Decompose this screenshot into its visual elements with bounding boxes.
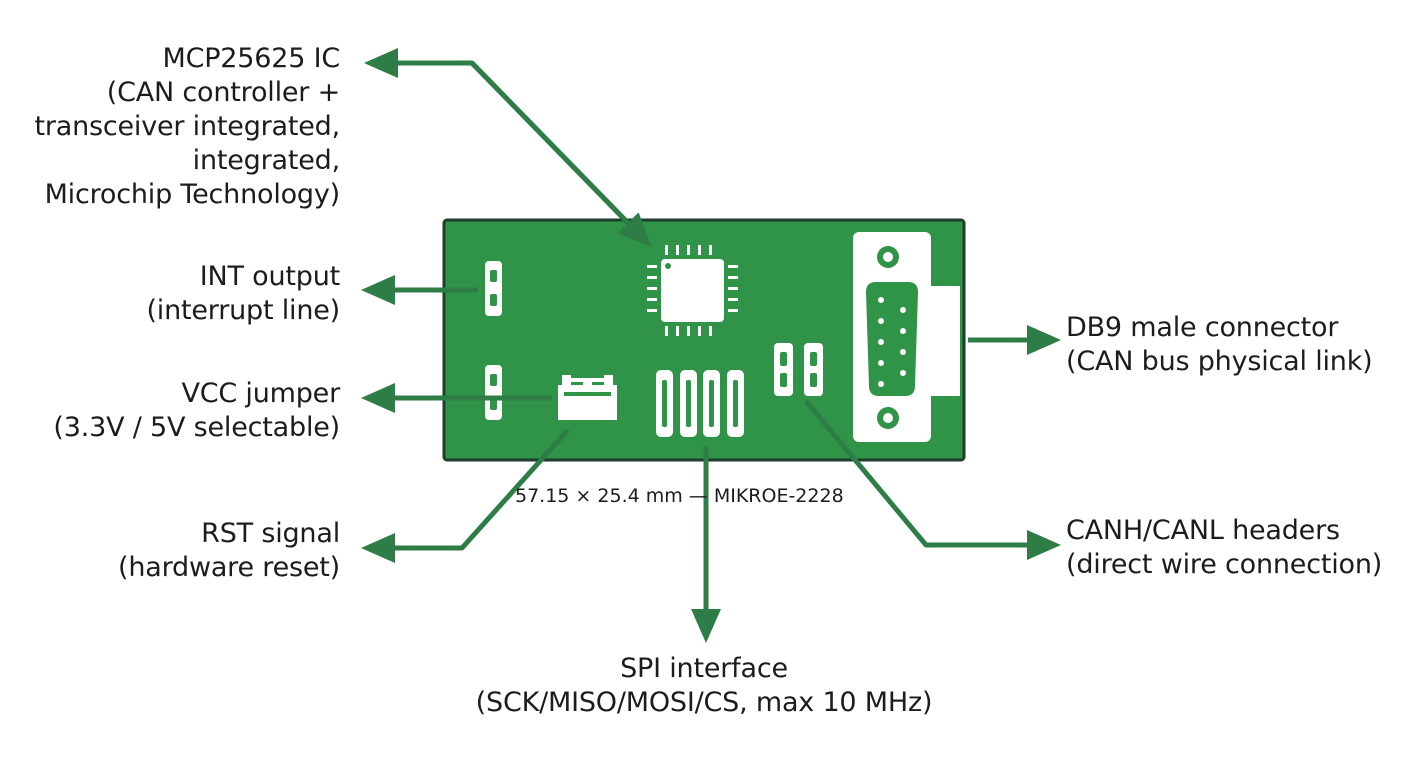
arrow-canh xyxy=(804,399,1061,560)
db9-connector xyxy=(853,232,960,442)
mcp25625-label-line: integrated, xyxy=(192,145,341,176)
canh-canl-label: CANH/CANL headers (direct wire connectio… xyxy=(1066,514,1382,582)
arrow-rst xyxy=(361,428,570,563)
spi-interface-label-title: SPI interface xyxy=(620,653,788,684)
canh-canl-header xyxy=(774,343,823,396)
mcp25625-label-line: (CAN controller + xyxy=(106,77,340,108)
vcc-jumper-label: VCC jumper (3.3V / 5V selectable) xyxy=(53,377,340,445)
spi-header xyxy=(656,370,744,437)
board-dimensions-text: 57.15 × 25.4 mm — MIKROE-2228 xyxy=(515,485,844,507)
int-output-label-title: INT output xyxy=(199,261,340,292)
spi-interface-label: SPI interface (SCK/MISO/MOSI/CS, max 10 … xyxy=(404,652,1004,720)
db9-connector-label: DB9 male connector (CAN bus physical lin… xyxy=(1066,311,1373,379)
vcc-jumper-label-title: VCC jumper xyxy=(181,378,340,409)
db9-connector-label-title: DB9 male connector xyxy=(1066,312,1339,343)
int-output-label: INT output (interrupt line) xyxy=(146,260,340,328)
mcp25625-label: MCP25625 IC (CAN controller + transceive… xyxy=(34,42,340,212)
rst-signal-label-title: RST signal xyxy=(201,518,340,549)
int-pad xyxy=(485,261,502,316)
canh-canl-label-desc: (direct wire connection) xyxy=(1066,549,1383,580)
vcc-jumper-label-desc: (3.3V / 5V selectable) xyxy=(53,412,340,443)
arrow-mcp-to-chip xyxy=(470,61,652,248)
int-output-label-desc: (interrupt line) xyxy=(146,295,340,326)
spi-interface-label-desc: (SCK/MISO/MOSI/CS, max 10 MHz) xyxy=(475,687,933,718)
arrow-mcp-to-label xyxy=(364,48,632,227)
mcp25625-chip xyxy=(647,245,738,336)
canh-canl-label-title: CANH/CANL headers xyxy=(1066,515,1340,546)
rst-pad xyxy=(485,365,502,420)
mcp25625-label-line: MCP25625 IC xyxy=(162,43,340,74)
vcc-jumper xyxy=(558,375,617,420)
db9-connector-label-desc: (CAN bus physical link) xyxy=(1066,346,1373,377)
rst-signal-label-desc: (hardware reset) xyxy=(117,552,340,583)
mcp25625-label-line: transceiver integrated, xyxy=(34,111,340,142)
mcp25625-label-line: Microchip Technology) xyxy=(44,179,341,210)
rst-signal-label: RST signal (hardware reset) xyxy=(118,517,340,585)
